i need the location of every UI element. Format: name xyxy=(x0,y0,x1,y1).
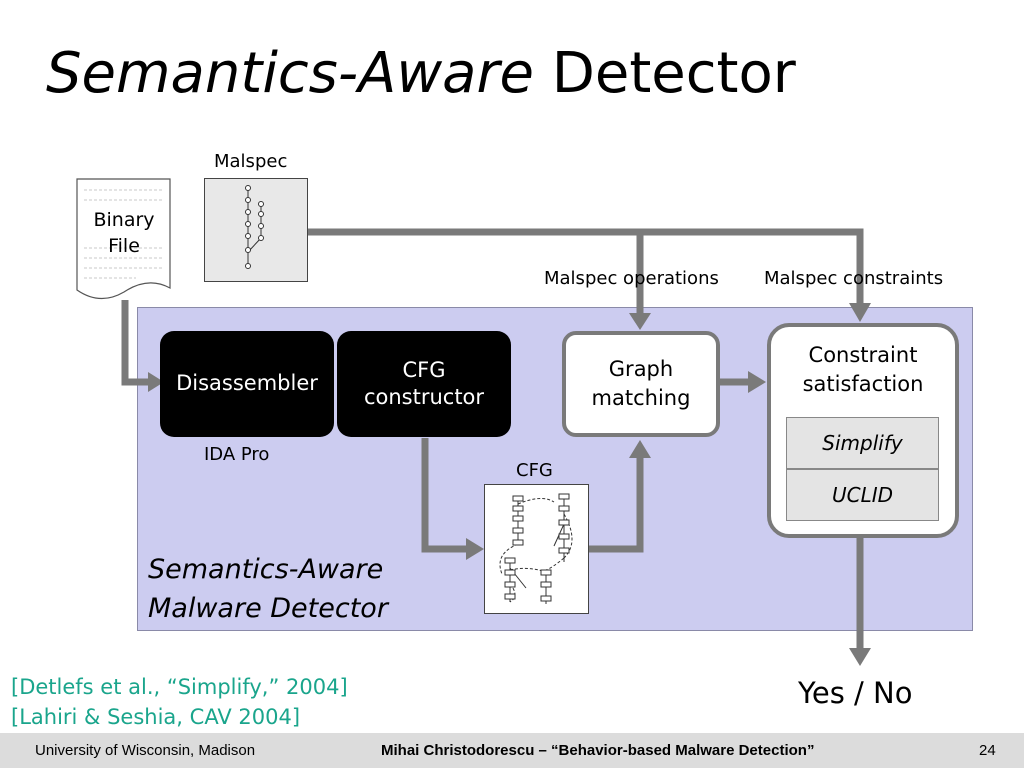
reference-simplify: [Detlefs et al., “Simplify,” 2004] xyxy=(11,675,348,699)
cfg-constructor-box: CFG constructor xyxy=(337,331,511,437)
references: [Detlefs et al., “Simplify,” 2004] [Lahir… xyxy=(11,672,348,733)
cfg-constructor-line2: constructor xyxy=(363,385,485,409)
arrowhead-constraint-left xyxy=(748,371,766,393)
cfg-constructor-to-cfg-line xyxy=(421,438,466,553)
graph-matching-line1: Graph xyxy=(608,356,674,381)
graph-matching-line2: matching xyxy=(591,386,691,410)
binary-file-icon xyxy=(76,178,171,300)
disassembler-label: Disassembler xyxy=(176,371,318,396)
ida-pro-label: IDA Pro xyxy=(204,444,270,465)
detector-line2: Malware Detector xyxy=(148,593,388,625)
graph-matching-box: Graph matching xyxy=(562,331,720,437)
cfg-constructor-label: CFG constructor xyxy=(364,357,484,412)
cfg-graph-box xyxy=(484,484,589,614)
slide-title: Semantics-Aware Detector xyxy=(46,46,796,102)
constraint-satisfaction-label: Constraint satisfaction xyxy=(767,341,959,400)
arrowhead-constraint-top xyxy=(849,303,871,322)
constraint-line1: Constraint xyxy=(808,343,918,367)
footer-bar: University of Wisconsin, Madison Mihai C… xyxy=(0,733,1024,768)
binary-file-line1: Binary xyxy=(93,209,155,231)
simplify-label: Simplify xyxy=(822,431,903,455)
arrowhead-output xyxy=(849,648,871,666)
reference-uclid: [Lahiri & Seshia, CAV 2004] xyxy=(11,705,301,730)
malspec-constraints-label: Malspec constraints xyxy=(764,268,944,289)
malspec-main-line xyxy=(307,228,864,303)
malspec-label: Malspec xyxy=(214,151,288,172)
footer-presentation-title: Mihai Christodorescu – “Behavior-based M… xyxy=(381,742,815,759)
arrowhead-graph-bottom xyxy=(629,440,651,458)
graph-matching-label: Graph matching xyxy=(592,355,691,414)
arrowhead-graph-top xyxy=(629,313,651,330)
binary-to-disassembler-line xyxy=(121,300,148,386)
footer-page-number: 24 xyxy=(979,742,996,759)
malspec-operations-label: Malspec operations xyxy=(544,268,719,289)
arrowhead-cfg-in xyxy=(466,538,484,560)
uclid-cell: UCLID xyxy=(786,469,939,521)
detector-line1: Semantics-Aware xyxy=(148,554,384,585)
simplify-cell: Simplify xyxy=(786,417,939,469)
disassembler-box: Disassembler xyxy=(160,331,334,437)
cfg-constructor-line1: CFG xyxy=(402,357,446,382)
constraint-line2: satisfaction xyxy=(802,372,924,397)
uclid-label: UCLID xyxy=(831,483,894,507)
cfg-label: CFG xyxy=(516,460,553,481)
footer-institution: University of Wisconsin, Madison xyxy=(35,742,256,759)
malspec-graph-box xyxy=(204,178,308,282)
cfg-to-graph-line xyxy=(588,458,644,553)
slide-title-italic: Semantics-Aware xyxy=(46,41,534,106)
slide-title-plain: Detector xyxy=(551,41,796,106)
output-yes-no: Yes / No xyxy=(798,676,913,710)
binary-file-line2: File xyxy=(108,235,140,257)
arrowhead-disassembler xyxy=(148,372,164,392)
